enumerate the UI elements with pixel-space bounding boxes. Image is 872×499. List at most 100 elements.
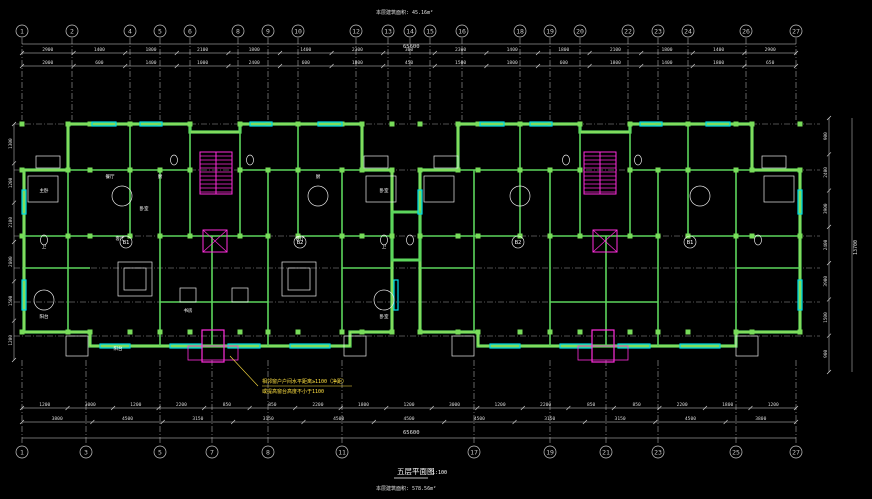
structural-column [187,233,193,239]
top-dimension-row2-label: 650 [766,60,775,66]
structural-column [87,329,93,335]
structural-column [417,167,423,173]
axis-label-bottom: 7 [210,449,214,457]
window [139,121,163,127]
structural-column [733,167,739,173]
top-dimension-row1-label: 1400 [713,47,724,53]
axis-bubble-top [455,24,469,38]
elevator-shaft [592,229,618,253]
axis-label-top: 10 [294,28,302,36]
top-dimension-row2-tick [742,63,747,69]
room-label: 餐厅 [106,173,115,180]
top-dimension-row1-tick [432,50,438,56]
top-dimension-row2-tick [122,63,128,69]
axis-bubble-top [183,24,197,38]
right-dimension-tick [826,115,832,121]
top-dimension-row2-label: 450 [405,60,414,66]
bottom-dimension-row2-label: 4500 [685,416,696,422]
bottom-dimension-row2-label: 3800 [755,416,766,422]
table-icon [689,185,711,207]
axis-label-top: 5 [158,28,162,36]
structural-column [577,329,583,335]
window [99,343,131,349]
window [289,343,331,349]
left-dimension-label: 1200 [8,177,14,188]
axis-label-top: 16 [458,28,466,36]
bottom-dimension-row2-tick [230,419,236,425]
top-dimension-row1-label: 2300 [352,47,363,53]
axis-bubble-top [153,24,167,38]
bottom-dimension-row1-label: 850 [632,402,641,408]
bottom-dimension-row1-tick [429,405,434,411]
axis-bubble-top [789,24,803,38]
toilet-icon [562,154,570,166]
structural-column [237,233,243,239]
bottom-dimension-row1-label: 850 [268,402,277,408]
axis-label-top: 6 [188,28,192,36]
axis-label-top: 22 [624,28,632,36]
structural-column [19,329,25,335]
bottom-dimension-row1-label: 2200 [312,402,323,408]
axis-bubble-top [543,24,557,38]
structural-column [627,233,633,239]
top-dimension-row2-label: 600 [560,60,569,66]
axis-bubble-bottom [205,445,219,459]
left-dimension-tick [11,161,17,166]
structural-column [359,121,365,127]
structural-column [265,329,271,335]
top-dimension-row2-tick [484,63,489,69]
structural-column [655,233,661,239]
structural-column [733,329,739,335]
bottom-dimension-row1-tick [702,405,708,411]
top-dimension-row2-label: 2000 [42,60,53,66]
axis-label-top: 2 [70,28,74,36]
unit-marker [683,235,697,249]
structural-column [389,167,395,173]
left-dimension-label: 2100 [8,217,14,228]
top-dimension-row1-tick [587,50,592,56]
axis-label-bottom: 8 [266,449,270,457]
structural-column [87,121,93,127]
top-dimension-row1-label: 2900 [765,47,776,53]
top-dimension-row1-tick [793,50,799,56]
axis-label-top: 4 [128,28,132,36]
bottom-dimension-row1-label: 1200 [130,402,141,408]
structural-column [237,167,243,173]
top-dimension-row2-tick [535,63,541,69]
window [249,121,273,127]
right-dimension-label: 2400 [823,239,829,250]
window [417,189,423,215]
structural-column [749,233,755,239]
structural-column [295,329,301,335]
bottom-dimension-row2-label: 3150 [615,416,626,422]
top-dimension-row1-tick [690,50,696,56]
room-label: 卧室 [380,313,389,320]
top-dimension-row2-tick [380,63,386,69]
structural-column [627,121,633,127]
balcony-icon [343,335,367,357]
axis-label-top: 24 [684,28,692,36]
right-dimension-tick [826,333,832,338]
top-dimension-row2-label: 600 [95,60,104,66]
structural-column [295,167,301,173]
left-dimension-tick [11,318,17,323]
right-dimension-label: 3900 [823,203,829,214]
bottom-dimension-row2-label: 3150 [263,416,274,422]
structural-column [65,167,71,173]
structural-column [187,121,193,127]
drawing-title: 五层平面图 [397,467,435,476]
structural-column [547,329,553,335]
bottom-dimension-row1-label: 2200 [176,402,187,408]
right-total-dimension: 13700 [853,240,859,255]
window [21,189,27,215]
axis-bubble-bottom [789,445,803,459]
top-dimension-row1-tick [277,50,283,56]
table-icon [33,289,55,311]
window [393,279,399,311]
bottom-dimension-row2-tick [19,419,25,425]
structural-column [655,167,661,173]
bottom-dimension-row1-tick [657,405,662,411]
structural-column [749,121,755,127]
axis-label-top: 18 [516,28,524,36]
